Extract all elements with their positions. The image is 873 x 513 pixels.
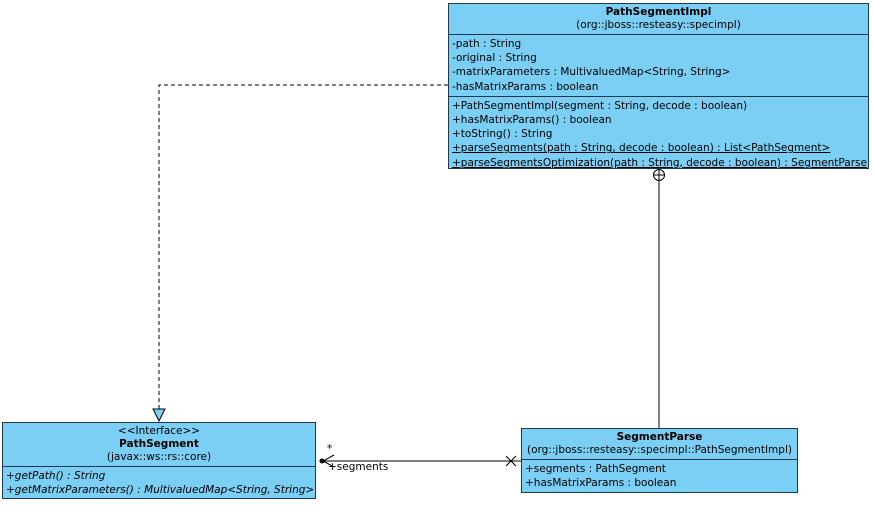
stereotype: <<Interface>> xyxy=(117,425,201,437)
realization-arrowhead xyxy=(152,408,166,423)
abstract-operation: +getPath() : String xyxy=(6,470,106,482)
attribute: -original : String xyxy=(452,52,537,65)
attributes-compartment: -path : String -original : String -matri… xyxy=(449,35,868,96)
attribute: +hasMatrixParams : boolean xyxy=(525,477,677,490)
operations-compartment: +PathSegmentImpl(segment : String, decod… xyxy=(449,95,868,172)
operation: +hasMatrixParams() : boolean xyxy=(452,114,612,127)
class-name: PathSegmentImpl xyxy=(605,6,712,18)
class-path-segment-impl[interactable]: PathSegmentImpl (org::jboss::resteasy::s… xyxy=(448,3,869,169)
class-package: (org::jboss::resteasy::specimpl) xyxy=(576,19,741,31)
static-operation: +parseSegmentsOptimization(path : String… xyxy=(452,156,867,169)
class-name: PathSegment xyxy=(119,438,199,450)
attributes-compartment: +segments : PathSegment +hasMatrixParams… xyxy=(522,460,797,492)
class-header: SegmentParse (org::jboss::resteasy::spec… xyxy=(522,429,797,460)
class-segment-parse[interactable]: SegmentParse (org::jboss::resteasy::spec… xyxy=(521,428,798,493)
class-header: <<Interface>> PathSegment (javax::ws::rs… xyxy=(3,423,315,467)
operation: +toString() : String xyxy=(452,128,553,141)
operation: +PathSegmentImpl(segment : String, decod… xyxy=(452,99,748,112)
abstract-operation: +getMatrixParameters() : MultivaluedMap<… xyxy=(6,484,315,497)
static-operation: +parseSegments(path : String, decode : b… xyxy=(452,142,831,155)
realization-line xyxy=(158,84,448,409)
attribute: -path : String xyxy=(452,38,522,50)
attribute: +segments : PathSegment xyxy=(525,463,666,475)
class-name: SegmentParse xyxy=(616,431,703,443)
class-package: (javax::ws::rs::core) xyxy=(106,451,212,463)
class-package: (org::jboss::resteasy::specimpl::PathSeg… xyxy=(527,444,792,456)
association-multiplicity: * xyxy=(327,443,333,455)
operations-compartment: +getPath() : String +getMatrixParameters… xyxy=(3,467,315,499)
association-arrowhead xyxy=(321,454,335,468)
class-header: PathSegmentImpl (org::jboss::resteasy::s… xyxy=(449,4,868,35)
attribute: -hasMatrixParams : boolean xyxy=(452,80,599,93)
interface-path-segment[interactable]: <<Interface>> PathSegment (javax::ws::rs… xyxy=(2,422,316,499)
attribute: -matrixParameters : MultivaluedMap<Strin… xyxy=(452,66,731,79)
association-role-label: +segments xyxy=(328,461,389,473)
